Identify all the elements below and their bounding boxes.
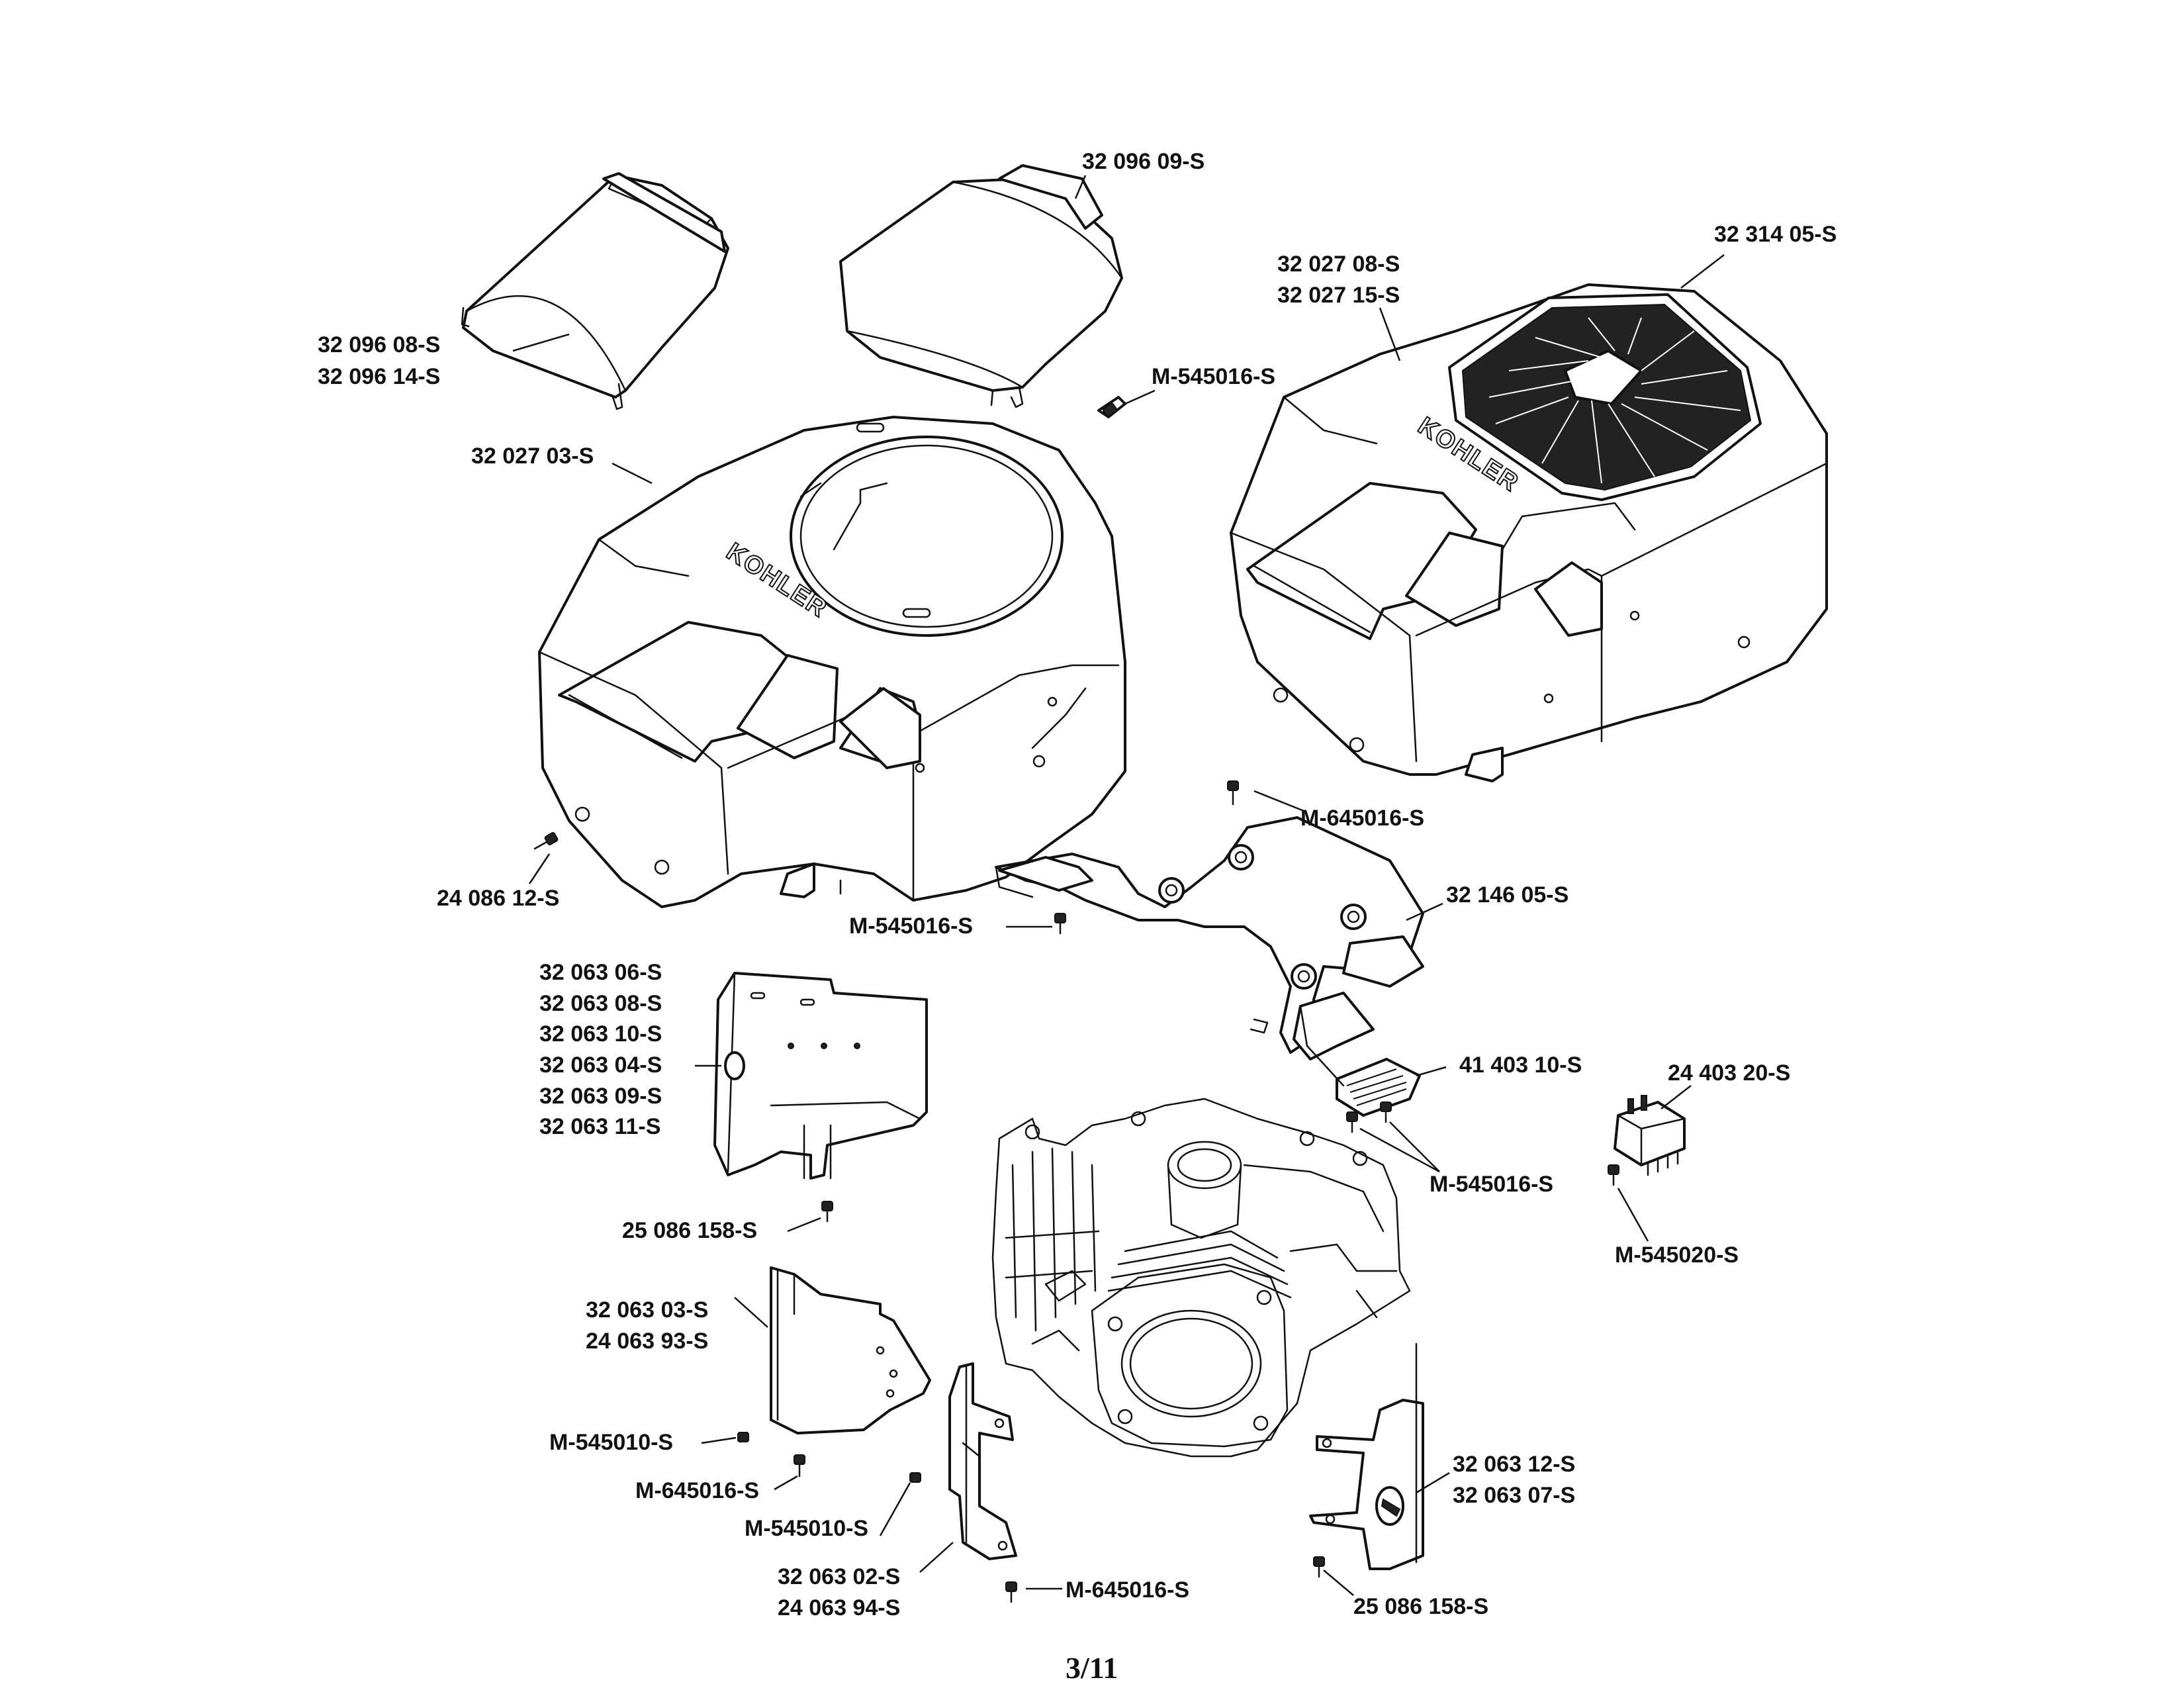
- part-number-label: M-645016-S: [635, 1478, 759, 1503]
- cylinder-baffle-bracket-left: [948, 1362, 1017, 1560]
- blower-housing-left: KOHLER: [538, 416, 1126, 908]
- part-number-label: 32 096 09-S: [1082, 149, 1205, 174]
- part-number-label: 41 403 10-S: [1459, 1053, 1582, 1078]
- part-number-label: 24 063 93-S: [586, 1329, 708, 1354]
- part-number-label: M-645016-S: [1066, 1577, 1189, 1603]
- screw-icon: [1227, 780, 1239, 806]
- blower-housing-right: KOHLER: [1230, 283, 1828, 782]
- part-number-label: 24 063 94-S: [778, 1595, 900, 1620]
- part-number-label: 32 096 14-S: [318, 364, 440, 389]
- screw-icon: [794, 1454, 805, 1477]
- part-number-label: 32 063 11-S: [539, 1114, 660, 1139]
- screw-icon: [1608, 1164, 1619, 1186]
- part-number-label: 32 027 08-S: [1277, 252, 1400, 277]
- part-number-label: 32 063 04-S: [539, 1053, 662, 1078]
- part-number-label: 32 314 05-S: [1714, 222, 1837, 247]
- screw-icon: [1097, 396, 1126, 418]
- part-labels: 32 096 09-S 32 314 05-S 32 027 08-S 32 0…: [318, 149, 1837, 1620]
- part-number-label: 32 063 12-S: [1453, 1452, 1575, 1477]
- part-number-label: 25 086 158-S: [622, 1218, 757, 1243]
- part-number-label: 24 403 20-S: [1668, 1060, 1790, 1086]
- part-number-label: 32 027 15-S: [1277, 283, 1400, 308]
- screw-icon: [737, 1432, 749, 1442]
- part-number-label: M-545020-S: [1615, 1243, 1739, 1268]
- part-number-label: 32 146 05-S: [1446, 882, 1569, 908]
- part-number-label: M-545010-S: [549, 1430, 673, 1455]
- part-number-label: 32 063 07-S: [1453, 1483, 1575, 1508]
- screw-icon: [533, 832, 559, 850]
- cylinder-baffle-right: [1309, 1342, 1424, 1570]
- rectifier-regulator: [1293, 992, 1421, 1117]
- screw-icon: [1313, 1556, 1325, 1578]
- baffle-plate: [995, 816, 1424, 1054]
- leader-lines: [512, 175, 1725, 1596]
- part-number-label: 32 027 03-S: [471, 444, 594, 469]
- screw-icon: [821, 1201, 833, 1223]
- part-number-label: 25 086 158-S: [1353, 1594, 1488, 1619]
- screen-cover-left: [461, 172, 729, 410]
- screw-icon: [1380, 1102, 1392, 1123]
- screw-icon: [909, 1472, 921, 1483]
- screw-icon: [1005, 1581, 1017, 1603]
- screen-cover-center: [839, 164, 1123, 408]
- part-number-label: M-545016-S: [1430, 1172, 1553, 1197]
- screw-icon: [1346, 1111, 1358, 1133]
- part-number-label: 32 063 02-S: [778, 1564, 900, 1589]
- part-number-label: 32 096 08-S: [318, 332, 440, 357]
- part-number-label: 32 063 08-S: [539, 991, 662, 1016]
- part-number-label: 32 063 10-S: [539, 1021, 662, 1047]
- part-number-label: 32 063 03-S: [586, 1297, 708, 1323]
- cylinder-baffle-lower-left: [770, 1266, 931, 1434]
- part-number-label: M-645016-S: [1300, 806, 1424, 831]
- page-number: 3/11: [1066, 1651, 1118, 1685]
- part-number-label: 24 086 12-S: [437, 886, 559, 911]
- part-number-label: M-545016-S: [1152, 364, 1275, 389]
- part-number-label: 32 063 06-S: [539, 960, 662, 985]
- part-number-label: M-545010-S: [745, 1516, 868, 1541]
- part-number-label: M-545016-S: [849, 914, 973, 939]
- engine-crankcase: [991, 1098, 1411, 1458]
- wiring-connector: [1614, 1095, 1686, 1176]
- part-number-label: 32 063 09-S: [539, 1084, 662, 1109]
- cylinder-baffle-upper: [713, 972, 928, 1180]
- screw-icon: [1054, 913, 1066, 935]
